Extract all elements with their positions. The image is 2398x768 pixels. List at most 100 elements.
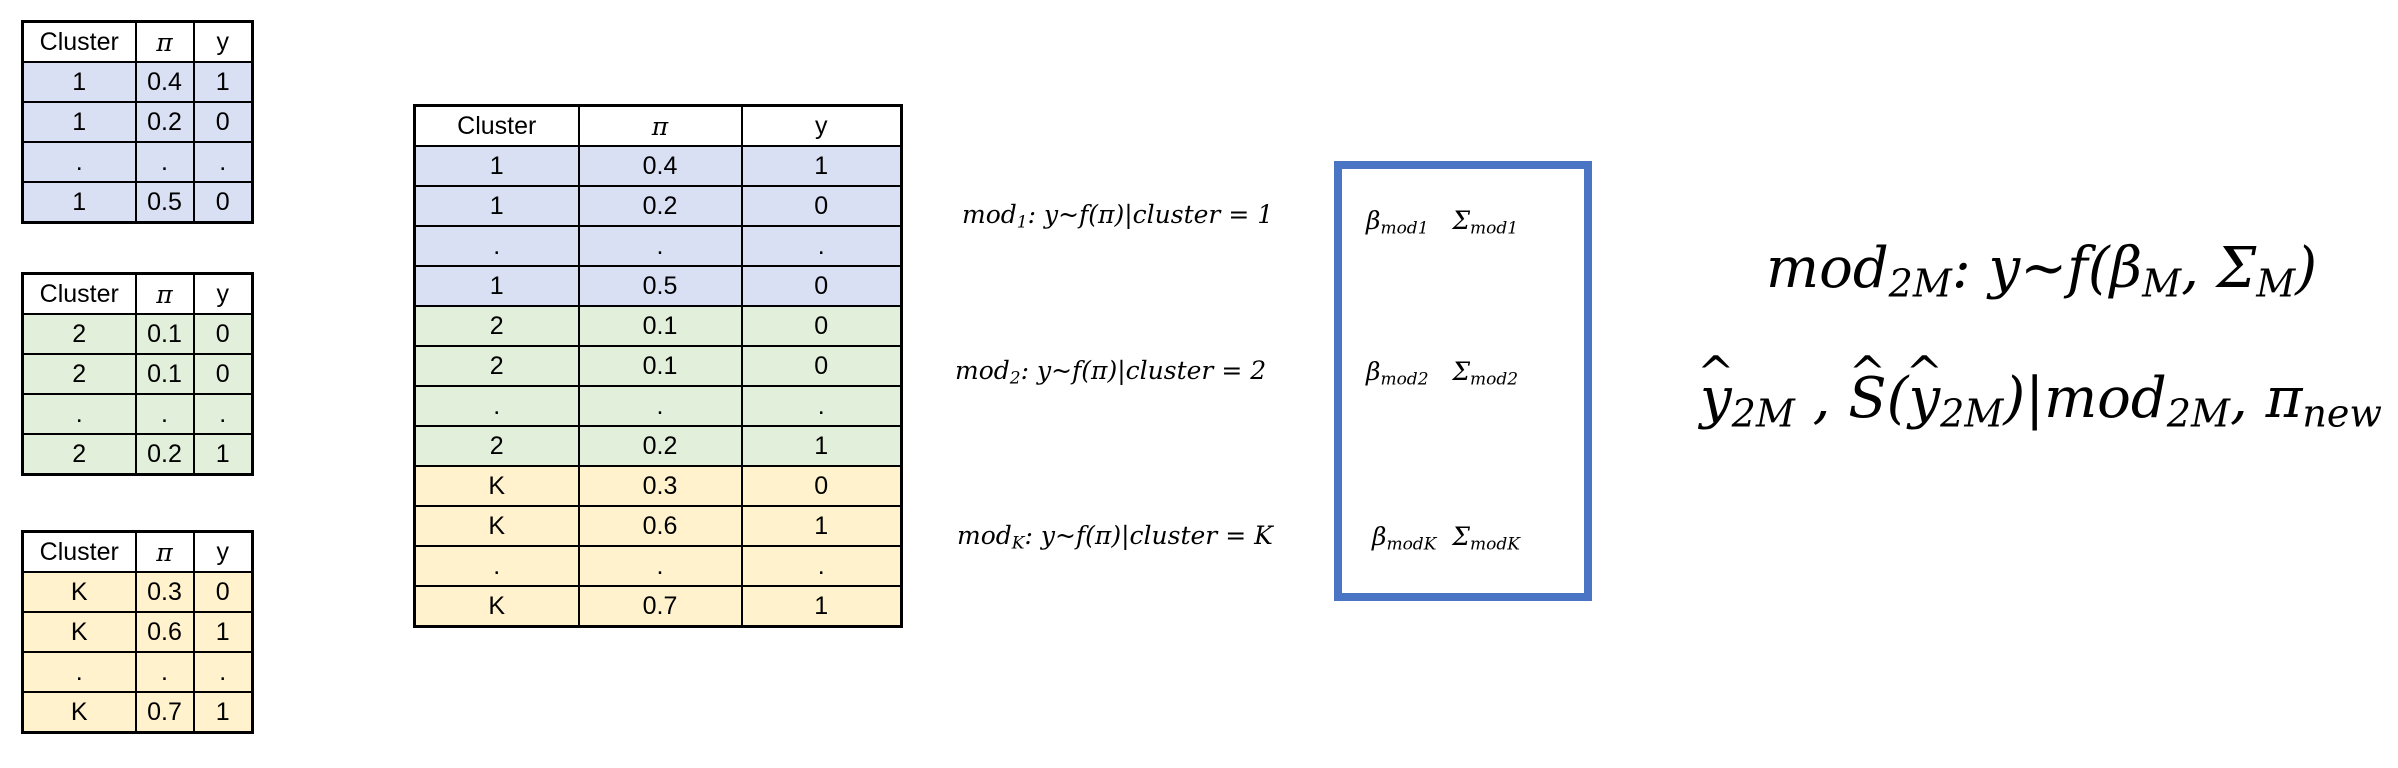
cell: 2 — [413, 425, 580, 467]
cell: . — [21, 393, 137, 435]
table-header-row: Cluster π y — [21, 20, 254, 63]
cell: 0.1 — [134, 353, 195, 395]
cell: . — [134, 141, 195, 183]
cell: 0.3 — [577, 465, 743, 507]
table-row: K 0.6 1 — [413, 505, 903, 547]
cell: . — [413, 545, 580, 587]
cell: 0 — [740, 265, 903, 307]
cell: 1 — [21, 181, 137, 224]
model-k-params: βmodK ΣmodK — [1372, 522, 1520, 555]
combined-table: Cluster π y 1 0.4 1 1 0.2 0 . . . 1 0.5 … — [413, 104, 903, 628]
cell: 0.4 — [134, 61, 195, 103]
table-row: 1 0.5 0 — [21, 181, 254, 224]
cell: 0 — [740, 345, 903, 387]
cell: 1 — [21, 61, 137, 103]
header-cluster: Cluster — [21, 20, 137, 63]
cell: 1 — [740, 585, 903, 628]
cell: 1 — [192, 611, 254, 653]
table-row: K 0.3 0 — [21, 571, 254, 613]
table-row: . . . — [21, 393, 254, 435]
cell: 1 — [413, 145, 580, 187]
cluster-k-table: Cluster π y K 0.3 0 K 0.6 1 . . . K 0.7 … — [21, 530, 254, 734]
cell: 0 — [192, 313, 254, 355]
cell: K — [413, 505, 580, 547]
cell: 0.2 — [134, 101, 195, 143]
cell: K — [21, 691, 137, 734]
cell: . — [192, 393, 254, 435]
cell: 0 — [740, 465, 903, 507]
cell: 0.7 — [577, 585, 743, 628]
table-row: 2 0.2 1 — [21, 433, 254, 476]
table-row: . . . — [21, 141, 254, 183]
header-y: y — [192, 20, 254, 63]
cell: 0 — [192, 101, 254, 143]
prediction-equation: y2M , S(y2M)|mod2M, πnew — [1700, 366, 2382, 433]
cell: . — [192, 651, 254, 693]
header-cluster: Cluster — [21, 530, 137, 573]
cell: . — [21, 141, 137, 183]
cell: 0 — [740, 185, 903, 227]
cell: 1 — [740, 145, 903, 187]
table-row: 1 0.4 1 — [413, 145, 903, 187]
cell: . — [740, 545, 903, 587]
table-row: 1 0.4 1 — [21, 61, 254, 103]
cell: 0.1 — [577, 345, 743, 387]
cell: K — [413, 465, 580, 507]
cell: . — [21, 651, 137, 693]
cell: 0.1 — [577, 305, 743, 347]
cell: 2 — [413, 345, 580, 387]
cell: 1 — [413, 265, 580, 307]
table-row: 2 0.1 0 — [21, 353, 254, 395]
header-pi: π — [134, 20, 195, 63]
cell: 0.2 — [577, 185, 743, 227]
model-k-formula: modK: y~f(π)|cluster = K — [957, 521, 1273, 554]
table-row: 1 0.2 0 — [21, 101, 254, 143]
cell: 0.1 — [134, 313, 195, 355]
model-2-params: βmod2 Σmod2 — [1366, 357, 1519, 390]
cell: 1 — [740, 505, 903, 547]
parameter-box — [1334, 161, 1592, 601]
cell: . — [192, 141, 254, 183]
cell: 0 — [192, 571, 254, 613]
model-2-formula: mod2: y~f(π)|cluster = 2 — [955, 356, 1267, 389]
cell: 0.6 — [134, 611, 195, 653]
cell: 1 — [192, 433, 254, 476]
cell: 2 — [21, 433, 137, 476]
cell: . — [413, 385, 580, 427]
cell: . — [577, 385, 743, 427]
cell: 0 — [192, 181, 254, 224]
model-1-params: βmod1 Σmod1 — [1366, 206, 1519, 239]
table-row: . . . — [413, 225, 903, 267]
cell: . — [413, 225, 580, 267]
header-y: y — [740, 104, 903, 147]
table-row: 1 0.2 0 — [413, 185, 903, 227]
cell: 2 — [413, 305, 580, 347]
table-row: . . . — [413, 545, 903, 587]
cell: 0.4 — [577, 145, 743, 187]
cell: 0.2 — [577, 425, 743, 467]
header-y: y — [192, 272, 254, 315]
cell: K — [413, 585, 580, 628]
table-row: K 0.3 0 — [413, 465, 903, 507]
cell: K — [21, 611, 137, 653]
cell: 0 — [192, 353, 254, 395]
table-row: K 0.7 1 — [413, 585, 903, 628]
header-cluster: Cluster — [413, 104, 580, 147]
cell: . — [740, 225, 903, 267]
cell: 1 — [21, 101, 137, 143]
header-pi: π — [134, 530, 195, 573]
cell: . — [134, 393, 195, 435]
cell: 1 — [192, 61, 254, 103]
table-header-row: Cluster π y — [21, 272, 254, 315]
table-row: 2 0.1 0 — [21, 313, 254, 355]
cell: 0.6 — [577, 505, 743, 547]
cell: 0.3 — [134, 571, 195, 613]
model-1-formula: mod1: y~f(π)|cluster = 1 — [962, 200, 1274, 233]
cell: 2 — [21, 353, 137, 395]
cell: 0.2 — [134, 433, 195, 476]
cell: . — [577, 225, 743, 267]
cell: 0.7 — [134, 691, 195, 734]
cell: K — [21, 571, 137, 613]
cell: 0.5 — [134, 181, 195, 224]
table-header-row: Cluster π y — [21, 530, 254, 573]
